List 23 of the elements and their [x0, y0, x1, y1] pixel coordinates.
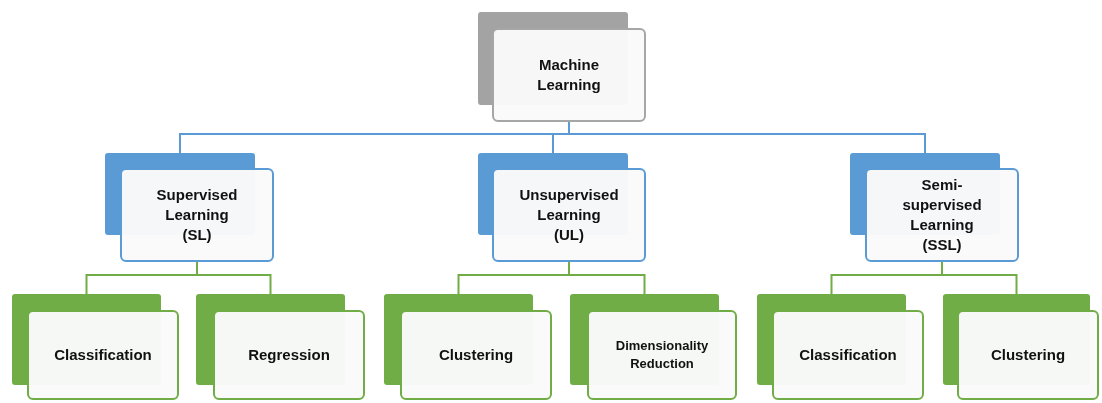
stacked-box	[478, 153, 646, 262]
node-label: Supervised Learning (SL)	[156, 184, 238, 246]
node-label: Semi-supervised Learning (SSL)	[902, 174, 982, 256]
stacked-box	[105, 153, 274, 262]
stacked-box	[196, 294, 365, 400]
node-label: Unsupervised Learning (UL)	[519, 184, 619, 246]
stacked-box	[478, 12, 646, 122]
connector-line	[941, 261, 1018, 295]
stacked-box	[943, 294, 1099, 400]
stacked-box	[850, 153, 1019, 262]
stacked-box	[384, 294, 552, 400]
node-label: Regression	[248, 344, 330, 365]
node-label: Clustering	[438, 344, 514, 365]
node-label: Classification	[799, 344, 897, 365]
node-label: Machine Learning	[537, 54, 601, 95]
node-label: Classification	[54, 344, 152, 365]
node-label: Dimensionality Reduction	[615, 337, 709, 373]
connector-line	[196, 261, 272, 295]
node-label: Clustering	[990, 344, 1066, 365]
stacked-box	[570, 294, 737, 400]
connector-line	[568, 261, 646, 295]
stacked-box	[757, 294, 924, 400]
stacked-box	[12, 294, 179, 400]
